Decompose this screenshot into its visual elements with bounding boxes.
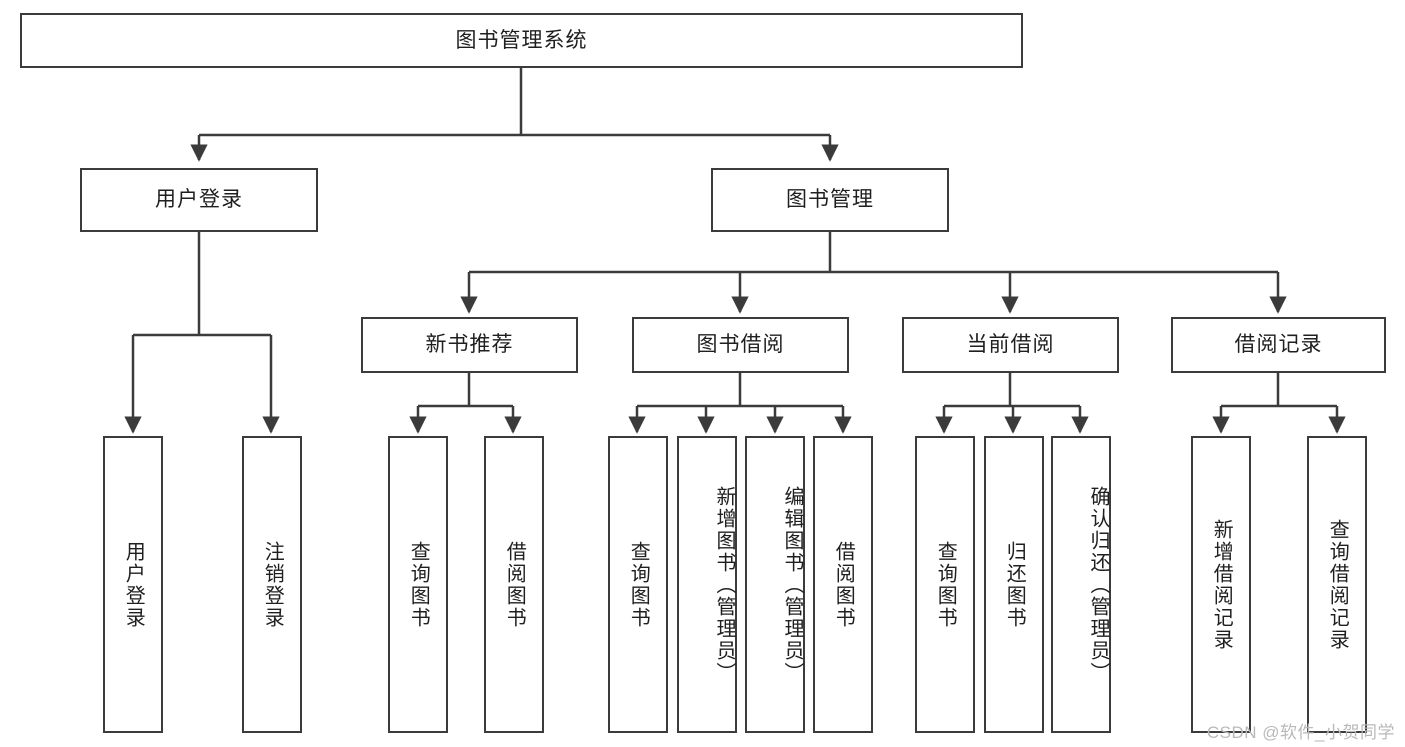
leaf-label: 查询图书: [407, 540, 430, 629]
leaf-label: 注销登录: [261, 540, 284, 629]
leaf-record-add-record[interactable]: 新增借阅记录: [1191, 436, 1251, 733]
node-label: 当前借阅: [966, 333, 1055, 357]
node-current-borrow[interactable]: 当前借阅: [902, 317, 1119, 373]
csdn-watermark: CSDN @软件_小贺同学: [1206, 723, 1395, 742]
node-new-book-recommend[interactable]: 新书推荐: [361, 317, 578, 373]
node-label: 用户登录: [155, 188, 243, 212]
leaf-current-query-book[interactable]: 查询图书: [915, 436, 975, 733]
node-user-login[interactable]: 用户登录: [80, 168, 318, 232]
node-label: 借阅记录: [1234, 333, 1323, 357]
leaf-label: 用户登录: [122, 540, 145, 629]
leaf-borrow-edit-book-admin[interactable]: 编辑图书（管理员）: [745, 436, 805, 733]
leaf-recommend-borrow-book[interactable]: 借阅图书: [484, 436, 544, 733]
leaf-label: 新增图书（管理员）: [713, 485, 735, 684]
leaf-label: 确认归还（管理员）: [1087, 485, 1109, 684]
leaf-label: 借阅图书: [503, 540, 526, 629]
leaf-borrow-add-book-admin[interactable]: 新增图书（管理员）: [677, 436, 737, 733]
leaf-current-return-book[interactable]: 归还图书: [984, 436, 1044, 733]
leaf-label: 归还图书: [1003, 540, 1026, 629]
node-root-system[interactable]: 图书管理系统: [20, 13, 1023, 68]
node-label: 图书管理系统: [455, 28, 588, 52]
leaf-label: 查询借阅记录: [1326, 518, 1349, 651]
leaf-label: 查询图书: [934, 540, 957, 629]
leaf-recommend-query-book[interactable]: 查询图书: [388, 436, 448, 733]
node-book-borrow[interactable]: 图书借阅: [632, 317, 849, 373]
leaf-borrow-borrow-book[interactable]: 借阅图书: [813, 436, 873, 733]
leaf-current-confirm-return-admin[interactable]: 确认归还（管理员）: [1051, 436, 1111, 733]
node-label: 图书管理: [786, 188, 874, 212]
leaf-borrow-query-book[interactable]: 查询图书: [608, 436, 668, 733]
node-label: 新书推荐: [425, 333, 514, 357]
leaf-label: 查询图书: [627, 540, 650, 629]
leaf-label: 编辑图书（管理员）: [781, 485, 803, 684]
node-label: 图书借阅: [696, 333, 785, 357]
leaf-user-login-logout[interactable]: 注销登录: [242, 436, 302, 733]
leaf-record-query-record[interactable]: 查询借阅记录: [1307, 436, 1367, 733]
node-borrow-record[interactable]: 借阅记录: [1171, 317, 1386, 373]
leaf-label: 新增借阅记录: [1210, 518, 1233, 651]
leaf-label: 借阅图书: [832, 540, 855, 629]
node-book-management[interactable]: 图书管理: [711, 168, 949, 232]
leaf-user-login-login[interactable]: 用户登录: [103, 436, 163, 733]
